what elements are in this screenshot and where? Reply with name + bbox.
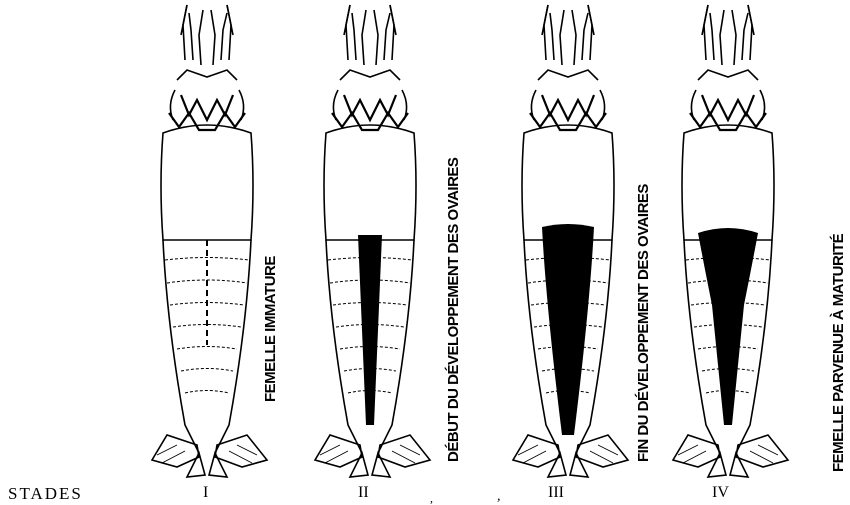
stage-numeral-3: III xyxy=(548,484,564,502)
caption-stage-1: FEMELLE IMMATURE xyxy=(262,256,279,402)
stage-numeral-2: II xyxy=(358,484,369,502)
shrimp-stage-4 xyxy=(673,5,788,477)
ovary-mark xyxy=(542,224,594,435)
caption-stage-4: FEMELLE PARVENUE À MATURITÉ xyxy=(830,234,847,472)
shrimp-stage-2 xyxy=(315,5,430,477)
svg-text:,: , xyxy=(430,491,433,505)
svg-text:,: , xyxy=(497,489,501,504)
ovary-mark xyxy=(698,228,758,425)
stage-numeral-4: IV xyxy=(712,484,729,502)
ovary-mark xyxy=(358,235,382,425)
shrimp-stage-1 xyxy=(152,5,267,477)
stage-axis-label: STADES xyxy=(8,484,83,504)
caption-stage-3: FIN DU DÉVELOPPEMENT DES OVAIRES xyxy=(635,184,652,462)
caption-stage-2: DÉBUT DU DÉVELOPPEMENT DES OVAIRES xyxy=(445,158,462,462)
stage-numeral-1: I xyxy=(203,484,208,502)
shrimp-stage-3 xyxy=(513,5,628,477)
